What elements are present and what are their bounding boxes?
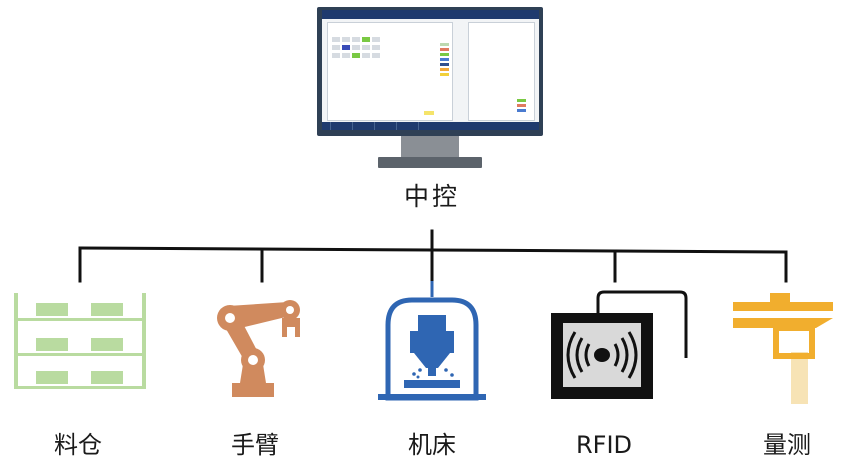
node-label-rfid: RFID xyxy=(575,431,633,459)
node-label-measure: 量测 xyxy=(763,431,811,459)
screen-titlebar xyxy=(322,10,539,19)
node-label-warehouse: 料仓 xyxy=(54,431,102,459)
node-label-machine: 机床 xyxy=(408,431,456,459)
monitor-stand-base xyxy=(378,157,482,168)
node-label-arm: 手臂 xyxy=(231,431,279,459)
shelf-icon xyxy=(14,293,146,389)
caliper-icon xyxy=(733,293,833,404)
screen-left-panel xyxy=(327,22,453,121)
monitor-stand-neck xyxy=(401,136,459,159)
screen-right-panel xyxy=(468,22,535,121)
cnc-machine-icon xyxy=(378,281,486,401)
screen-taskbar xyxy=(322,122,539,130)
robot-arm-icon xyxy=(217,300,300,397)
monitor-screen xyxy=(322,10,539,130)
center-label: 中控 xyxy=(403,182,461,211)
rfid-reader-icon xyxy=(551,290,688,399)
branch-line xyxy=(78,246,788,254)
